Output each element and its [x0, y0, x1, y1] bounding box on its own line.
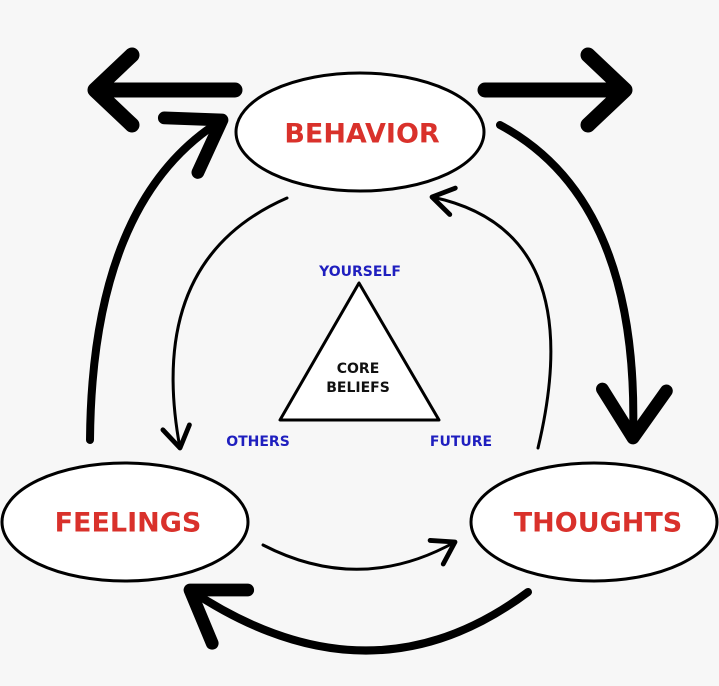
right-outward-arrow: [477, 47, 633, 133]
thoughts-node: THOUGHTS: [469, 461, 719, 583]
arrow-thoughts-to-behavior-inner: [429, 185, 553, 450]
future-label: FUTURE: [430, 434, 492, 450]
thoughts-label: THOUGHTS: [514, 508, 683, 539]
left-outward-arrow: [87, 47, 243, 133]
arrow-feelings-to-behavior: [86, 111, 229, 444]
core-label-line2: BELIEFS: [326, 380, 390, 396]
feelings-node: FEELINGS: [0, 461, 250, 583]
yourself-label: YOURSELF: [318, 264, 401, 280]
feelings-label: FEELINGS: [55, 508, 202, 539]
arrow-behavior-to-feelings-inner: [160, 196, 289, 451]
arrow-behavior-to-thoughts: [496, 121, 673, 445]
behavior-label: BEHAVIOR: [284, 119, 440, 150]
others-label: OTHERS: [226, 434, 290, 450]
arrow-thoughts-to-feelings: [183, 583, 532, 655]
core-label-line1: CORE: [337, 361, 380, 377]
core-beliefs-triangle: CORE BELIEFS: [278, 281, 441, 422]
behavior-node: BEHAVIOR: [234, 71, 486, 193]
arrow-feelings-to-thoughts-inner: [261, 538, 458, 571]
